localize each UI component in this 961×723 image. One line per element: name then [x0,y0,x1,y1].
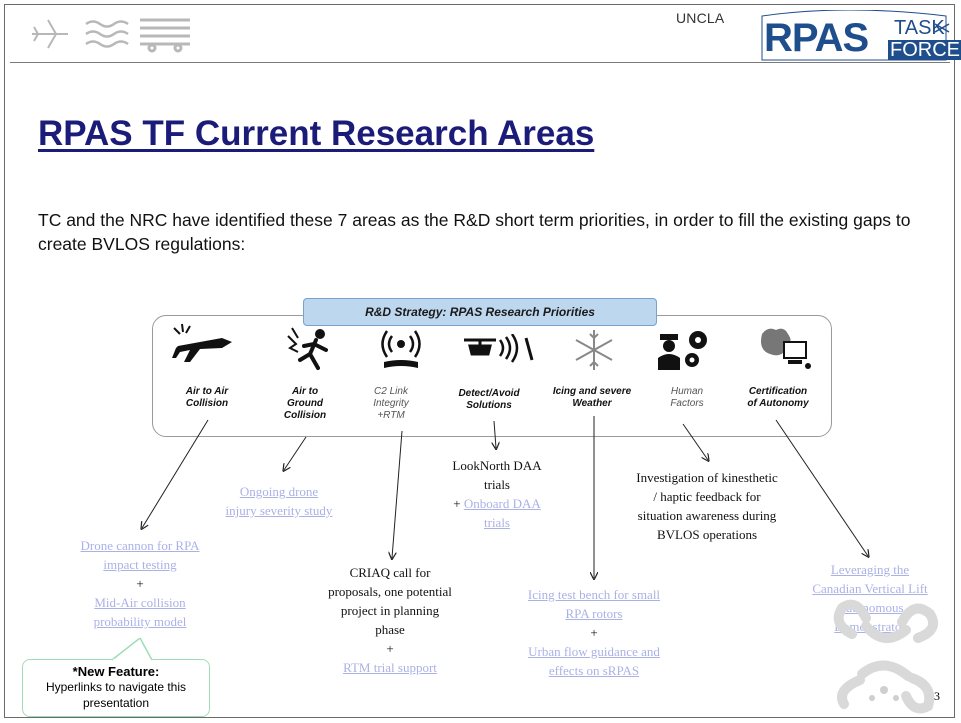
rpas-task-force-logo: RPAS TASK FORCE [756,10,961,64]
rail-icon [140,18,190,53]
arrow-detect-avoid [494,420,496,448]
note-icing: Icing test bench for small RPA rotors + … [527,587,661,678]
link-mid-air-collision[interactable]: Mid-Air collision probability model [93,595,187,629]
note-air-to-air: Drone cannon for RPA impact testing + Mi… [80,538,200,629]
logo-rpas-text: RPAS [764,16,869,60]
page-title: RPAS TF Current Research Areas [38,114,595,153]
arrow-air-to-air [142,419,209,528]
callout-body: Hyperlinks to navigate this presentation [45,680,187,710]
drone-detect-icon [464,334,534,363]
strategy-label: R&D Strategy: RPAS Research Priorities [303,298,657,326]
page-number: 3 [934,689,940,703]
ground-collision-icon [287,327,328,370]
slide-frame [4,4,955,718]
arrow-air-to-ground [284,436,307,470]
brain-computer-icon [761,328,811,369]
intro-text: TC and the NRC have identified these 7 a… [38,210,911,254]
arrow-human-factors [682,423,708,460]
drone-mini-icon [934,23,950,33]
link-onboard-daa-trials[interactable]: Onboard DAA trials [463,496,541,530]
link-icing-test-bench[interactable]: Icing test bench for small RPA rotors [527,587,661,621]
new-feature-callout: *New Feature: Hyperlinks to navigate thi… [22,659,210,717]
snowflake-icon [575,330,613,370]
classification-label: UNCLA [676,10,725,26]
human-gears-icon [658,331,707,370]
signal-link-icon [381,330,421,368]
note-c2-link: CRIAQ call for proposals, one potential … [328,565,452,675]
callout-title: *New Feature: [72,664,160,679]
header-divider [10,62,950,63]
wave-icon [85,20,129,48]
callout-pointer [112,638,153,661]
drone-watermark-icon [833,599,938,714]
plane-outline-icon [32,19,68,49]
note-human-factors: Investigation of kinesthetic / haptic fe… [636,470,778,542]
airplane-collision-icon [172,323,232,362]
link-rtm-trial-support[interactable]: RTM trial support [343,660,437,675]
note-air-to-ground: Ongoing drone injury severity study [224,482,334,520]
logo-force-text: FORCE [888,39,961,61]
logo-task-text: TASK [894,17,945,39]
link-drone-cannon[interactable]: Drone cannon for RPA impact testing [80,538,200,572]
arrow-autonomy [775,419,868,556]
arrow-c2-link [392,430,403,558]
header-icons [32,18,190,53]
link-drone-injury-study[interactable]: Ongoing drone injury severity study [225,484,333,518]
strategy-panel [152,315,832,437]
note-detect-avoid: LookNorth DAA trials + Onboard DAA trial… [452,458,542,530]
link-urban-flow-guidance[interactable]: Urban flow guidance and effects on sRPAS [528,644,660,678]
